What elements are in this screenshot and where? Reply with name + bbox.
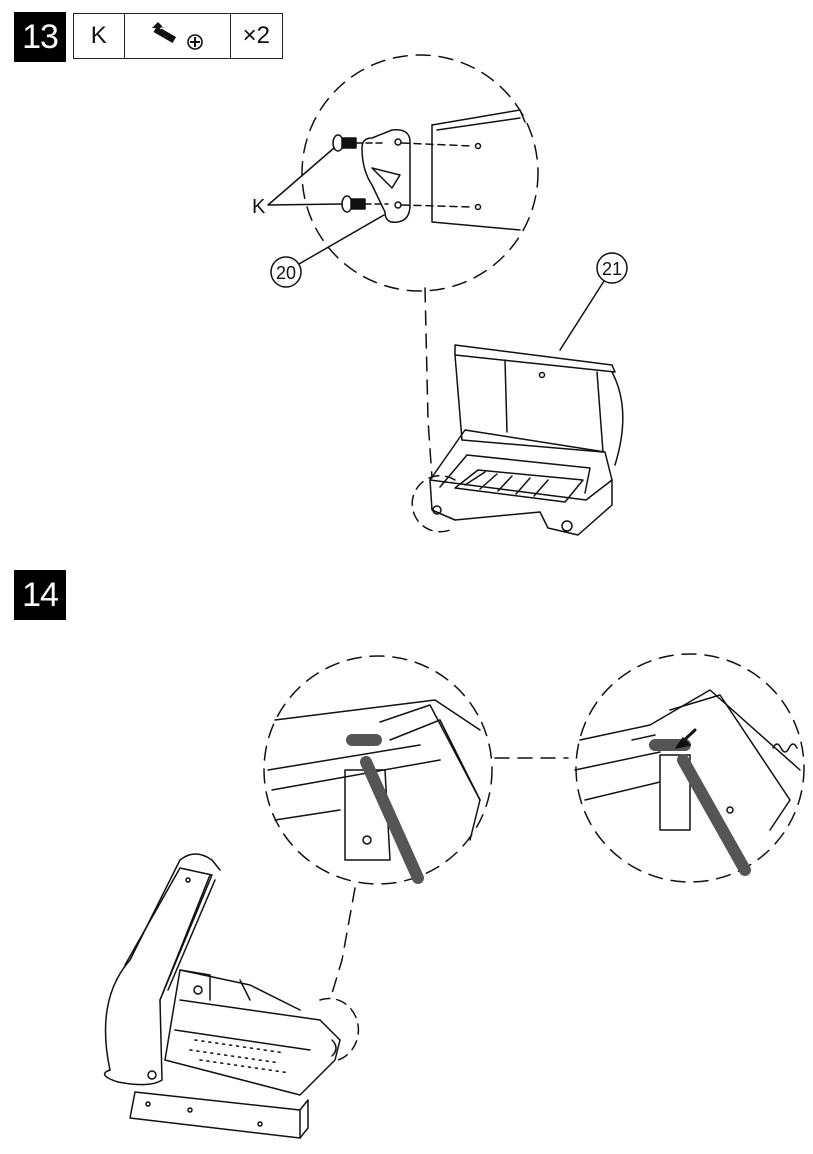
detail-leader-13 [424, 287, 433, 479]
screw-icon [152, 22, 203, 50]
part-quantity: ×2 [242, 22, 270, 49]
grill-side-panel [431, 109, 526, 231]
detail-circle-14-left [263, 655, 493, 885]
hinge-detail-left [267, 699, 481, 884]
parts-table: K ×2 [73, 13, 283, 59]
screw-k-top [332, 134, 383, 152]
lid-bracket-20 [361, 129, 411, 224]
part-icon-cell [125, 14, 231, 58]
hinge-detail-right [574, 689, 801, 876]
part-callout-21: 21 [602, 259, 622, 279]
part-letter: K [74, 14, 125, 58]
step-13-number: 13 [14, 12, 66, 62]
step-14-number: 14 [14, 570, 66, 620]
screw-k-bottom [341, 195, 389, 213]
part-callout-20: 20 [276, 263, 296, 283]
corner-detail-circle [411, 475, 456, 533]
screw-callout-k: K [252, 196, 266, 218]
detail-circle-13 [301, 54, 539, 292]
grill-open-lid-14 [103, 853, 341, 1139]
grill-open-lid-13 [429, 344, 624, 536]
detail-circle-14-right [575, 653, 805, 883]
